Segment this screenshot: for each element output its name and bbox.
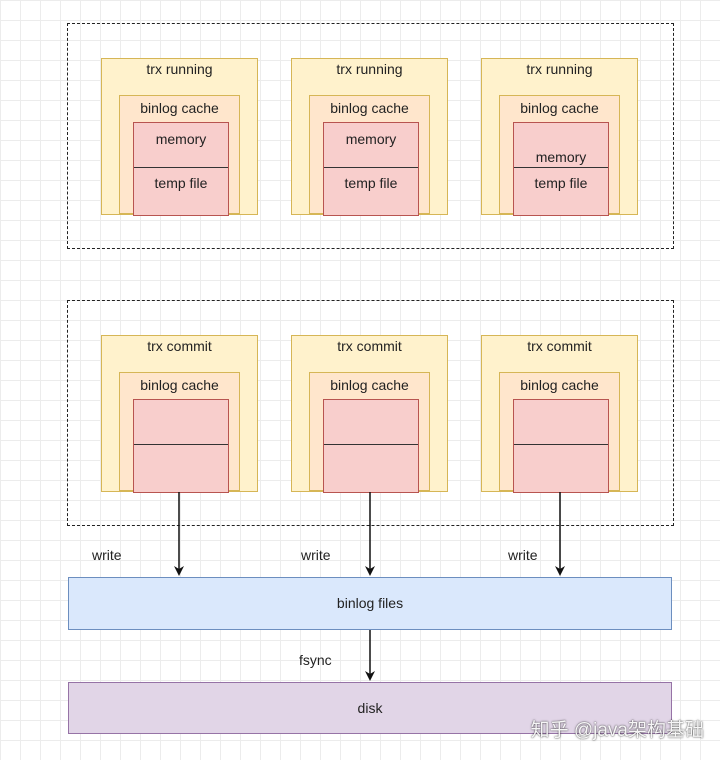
write-label: write	[92, 547, 122, 563]
write-label: write	[508, 547, 538, 563]
cache-storage: memory temp file	[323, 122, 419, 216]
storage-divider	[324, 167, 418, 168]
cache-storage	[133, 399, 229, 493]
storage-divider	[134, 167, 228, 168]
binlog-cache-box: binlog cache	[119, 372, 240, 493]
binlog-cache-box: binlog cache	[499, 372, 620, 493]
storage-divider	[134, 444, 228, 445]
trx-commit-label: trx commit	[527, 338, 592, 354]
binlog-cache-label: binlog cache	[330, 377, 409, 393]
running-transactions-group	[67, 23, 674, 249]
memory-label: memory	[345, 131, 397, 147]
cache-storage: memory temp file	[513, 122, 609, 216]
storage-divider	[514, 444, 608, 445]
binlog-cache-box: binlog cache memory temp file	[119, 95, 240, 216]
binlog-files-box: binlog files	[68, 577, 672, 630]
storage-divider	[514, 167, 608, 168]
fsync-label: fsync	[299, 652, 332, 668]
binlog-cache-label: binlog cache	[330, 100, 409, 116]
cache-storage: memory temp file	[133, 122, 229, 216]
trx-running-box: trx running binlog cache memory temp fil…	[481, 58, 638, 216]
binlog-cache-box: binlog cache memory temp file	[499, 95, 620, 216]
trx-commit-box: trx commit binlog cache	[291, 335, 448, 493]
temp-file-label: temp file	[534, 175, 588, 191]
binlog-cache-label: binlog cache	[520, 100, 599, 116]
binlog-cache-box: binlog cache	[309, 372, 430, 493]
cache-storage	[323, 399, 419, 493]
storage-divider	[324, 444, 418, 445]
memory-label: memory	[535, 149, 587, 165]
trx-commit-box: trx commit binlog cache	[481, 335, 638, 493]
trx-running-label: trx running	[146, 61, 213, 77]
trx-commit-box: trx commit binlog cache	[101, 335, 258, 493]
trx-running-label: trx running	[526, 61, 593, 77]
cache-storage	[513, 399, 609, 493]
write-label: write	[301, 547, 331, 563]
trx-running-label: trx running	[336, 61, 403, 77]
binlog-cache-label: binlog cache	[520, 377, 599, 393]
trx-running-box: trx running binlog cache memory temp fil…	[291, 58, 448, 216]
temp-file-label: temp file	[344, 175, 398, 191]
trx-commit-label: trx commit	[147, 338, 212, 354]
trx-commit-label: trx commit	[337, 338, 402, 354]
temp-file-label: temp file	[154, 175, 208, 191]
disk-box: disk	[68, 682, 672, 734]
binlog-cache-label: binlog cache	[140, 377, 219, 393]
binlog-cache-label: binlog cache	[140, 100, 219, 116]
binlog-cache-box: binlog cache memory temp file	[309, 95, 430, 216]
trx-running-box: trx running binlog cache memory temp fil…	[101, 58, 258, 216]
memory-label: memory	[155, 131, 207, 147]
watermark: 知乎 @java架构基础	[530, 720, 704, 741]
